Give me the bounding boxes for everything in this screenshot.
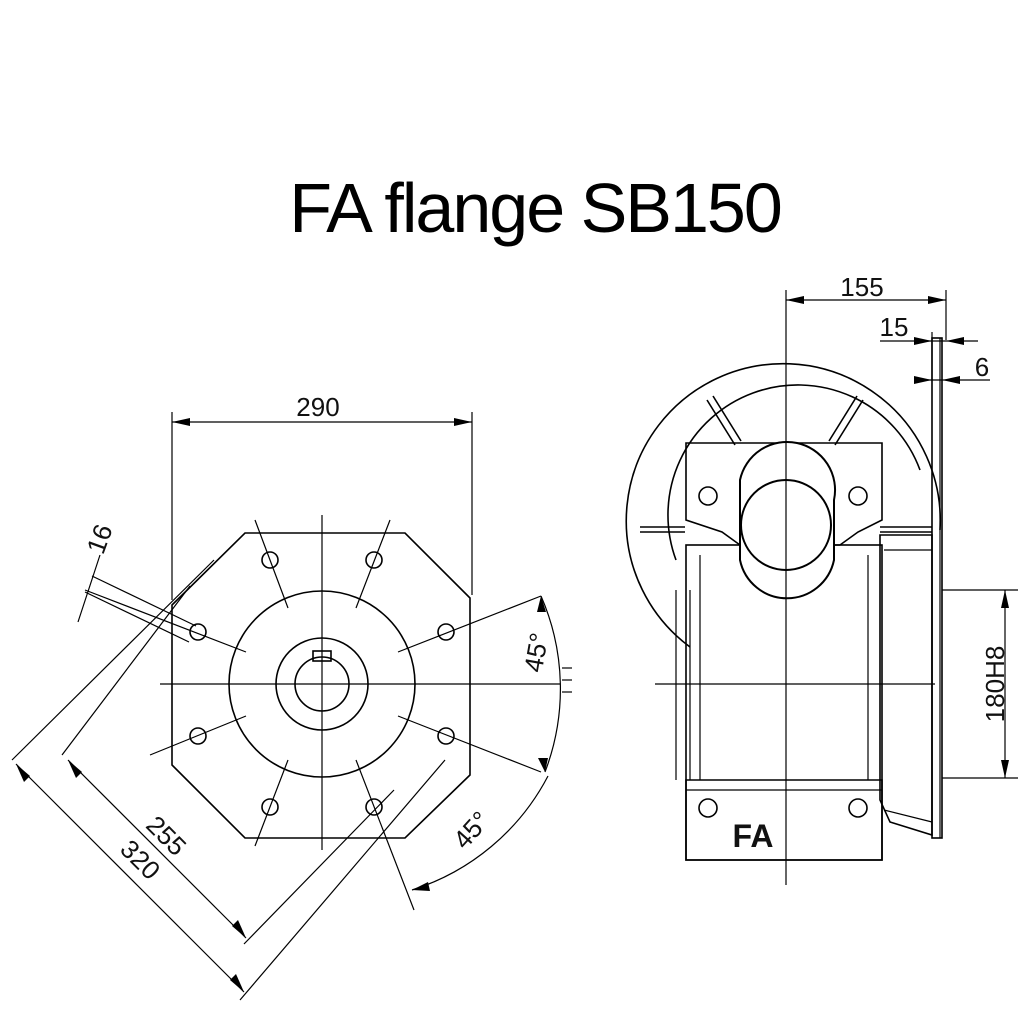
dim-6-label: 6 — [975, 352, 989, 382]
drawing-title: FA flange SB150 — [289, 169, 781, 247]
dimension-15: 15 — [880, 312, 978, 380]
dimension-255: 255 — [61, 585, 395, 945]
dim-180H8-label: 180H8 — [980, 646, 1010, 723]
bolt-hole — [365, 551, 383, 569]
flange-outline — [171, 532, 471, 839]
bolt-hole — [437, 623, 455, 641]
dimension-320: 320 — [11, 559, 446, 1001]
bolt-hole — [189, 727, 207, 745]
bolt-hole-axis — [84, 589, 247, 653]
angle-dimensions: 45° 45° — [411, 595, 572, 891]
bottom-mount-hole-right — [848, 798, 868, 818]
bolt-hole-axis — [397, 715, 542, 773]
top-mount — [685, 442, 883, 546]
front-view: 290 16 255 320 — [11, 392, 572, 1001]
bolt-hole-axis — [254, 519, 289, 609]
top-mount-hole-left — [698, 486, 718, 506]
bolt-holes — [84, 519, 542, 911]
bottom-mount-hole-left — [698, 798, 718, 818]
dimension-155: 155 — [786, 272, 947, 340]
dim-15-label: 15 — [880, 312, 909, 342]
bolt-hole — [437, 727, 455, 745]
bolt-hole — [261, 551, 279, 569]
side-view: FA 155 15 6 — [625, 272, 1018, 885]
dimension-290: 290 — [171, 392, 473, 600]
dimension-16: 16 — [77, 520, 197, 643]
dim-290-label: 290 — [296, 392, 339, 422]
bolt-hole-axis — [355, 519, 391, 609]
bolt-hole — [365, 798, 383, 816]
flange-disc — [625, 362, 942, 648]
top-mount-hole-right — [848, 486, 868, 506]
bolt-hole — [189, 623, 207, 641]
bolt-hole-axis — [254, 759, 289, 847]
bolt-hole-axis — [397, 595, 542, 653]
angle-top-label: 45° — [518, 630, 554, 674]
bolt-hole-axis — [355, 759, 415, 911]
collar — [879, 534, 933, 837]
bolt-hole-axis — [149, 715, 247, 756]
dim-16-label: 16 — [81, 520, 119, 557]
fa-label: FA — [733, 818, 774, 854]
dimension-6: 6 — [914, 352, 990, 384]
inner-disc-arc — [667, 384, 921, 561]
bolt-hole — [261, 798, 279, 816]
bottom-mount — [685, 779, 883, 861]
angle-bottom-label: 45° — [447, 805, 496, 854]
dim-155-label: 155 — [840, 272, 883, 302]
dimension-180H8: 180H8 — [942, 589, 1018, 779]
